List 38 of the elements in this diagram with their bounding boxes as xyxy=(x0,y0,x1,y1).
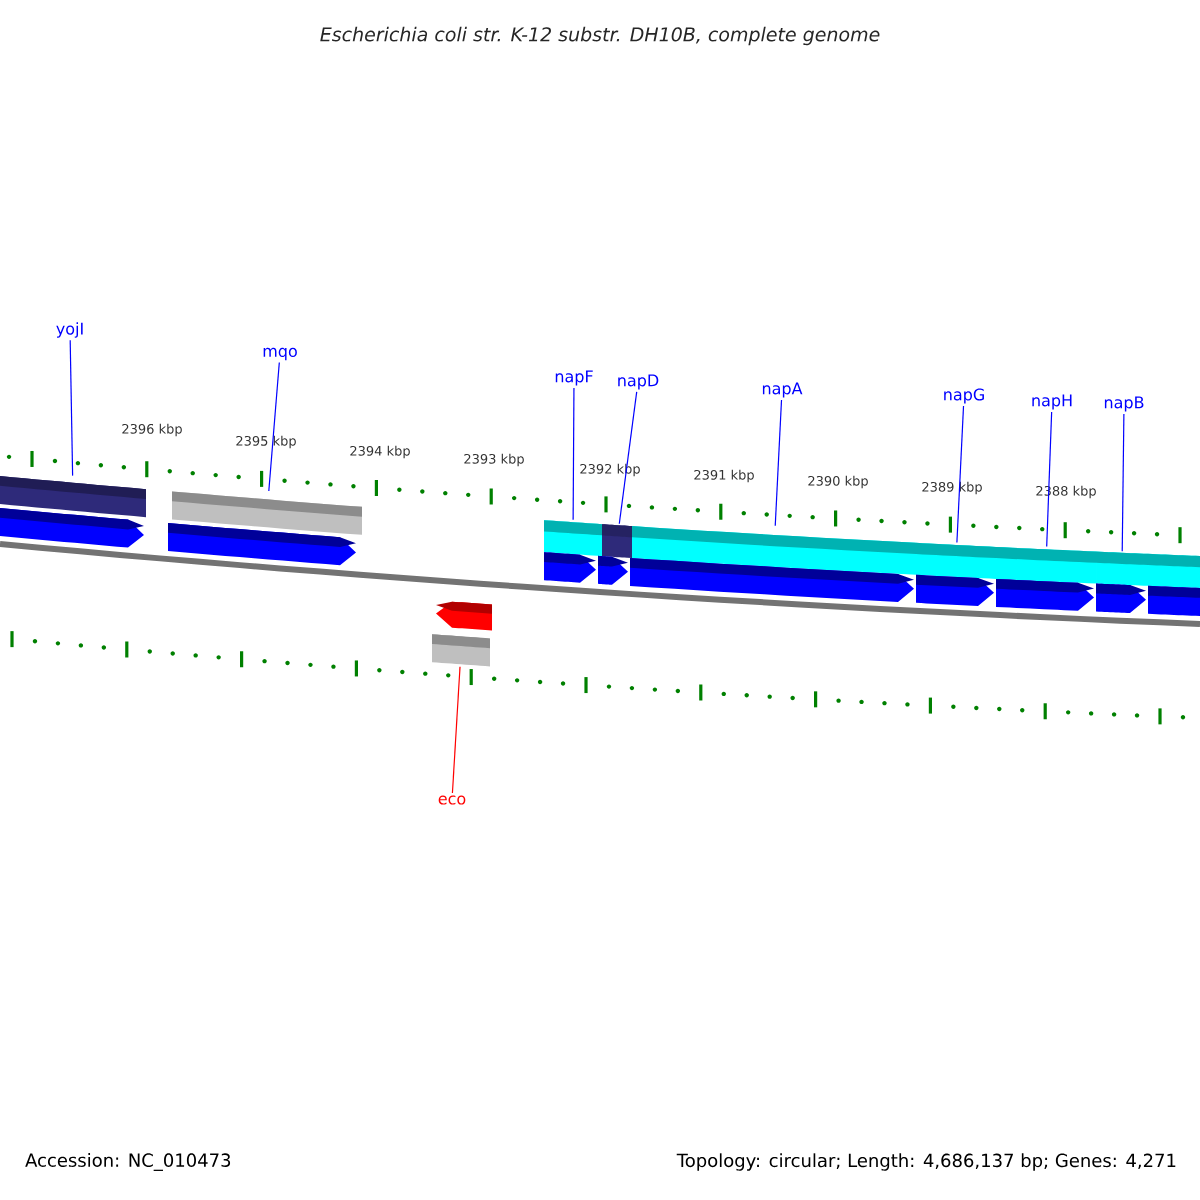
gene-block xyxy=(916,574,994,607)
gene-box xyxy=(916,542,996,579)
gene-block xyxy=(996,578,1094,611)
gene-block xyxy=(168,523,356,566)
gene-label: mqo xyxy=(263,347,297,361)
leader-line xyxy=(1121,413,1125,552)
gene-label: napA xyxy=(762,382,803,398)
leader-line xyxy=(69,339,74,477)
leader-line xyxy=(572,387,575,521)
gene-block xyxy=(0,508,144,548)
gene-block xyxy=(544,552,596,583)
gene-label: napD xyxy=(618,374,659,390)
leader-line xyxy=(956,405,965,544)
leader-line xyxy=(618,391,638,525)
leader-line xyxy=(268,361,280,492)
gene-block xyxy=(630,557,914,602)
gene-block xyxy=(1148,585,1200,616)
gene-box xyxy=(602,524,632,559)
gene-label: napG xyxy=(944,388,984,404)
gene-label: napH xyxy=(1032,394,1072,410)
gene-label: napB xyxy=(1104,396,1144,412)
gene-label: yojI xyxy=(56,322,83,338)
gene-box xyxy=(0,476,146,518)
gene-label: eco xyxy=(438,795,466,805)
leader-line xyxy=(451,666,461,794)
title: Escherichia coli str. K-12 substr. DH10B, complete genome xyxy=(320,26,880,46)
gene-box xyxy=(544,520,602,557)
gene-block xyxy=(1096,583,1146,614)
genome-stats-label: Topology: circular; Length: 4,686,137 bp; Genes: 4,271 xyxy=(676,1153,1176,1171)
accession-label: Accession: NC_010473 xyxy=(25,1153,231,1171)
gene-block xyxy=(436,601,492,631)
leader-line xyxy=(1046,411,1053,548)
gene-box xyxy=(996,546,1096,584)
gene-box xyxy=(1148,553,1200,588)
gene-block xyxy=(598,555,628,585)
gene-box xyxy=(1096,551,1148,586)
gene-label: napF xyxy=(555,370,593,386)
gene-box xyxy=(432,634,490,667)
